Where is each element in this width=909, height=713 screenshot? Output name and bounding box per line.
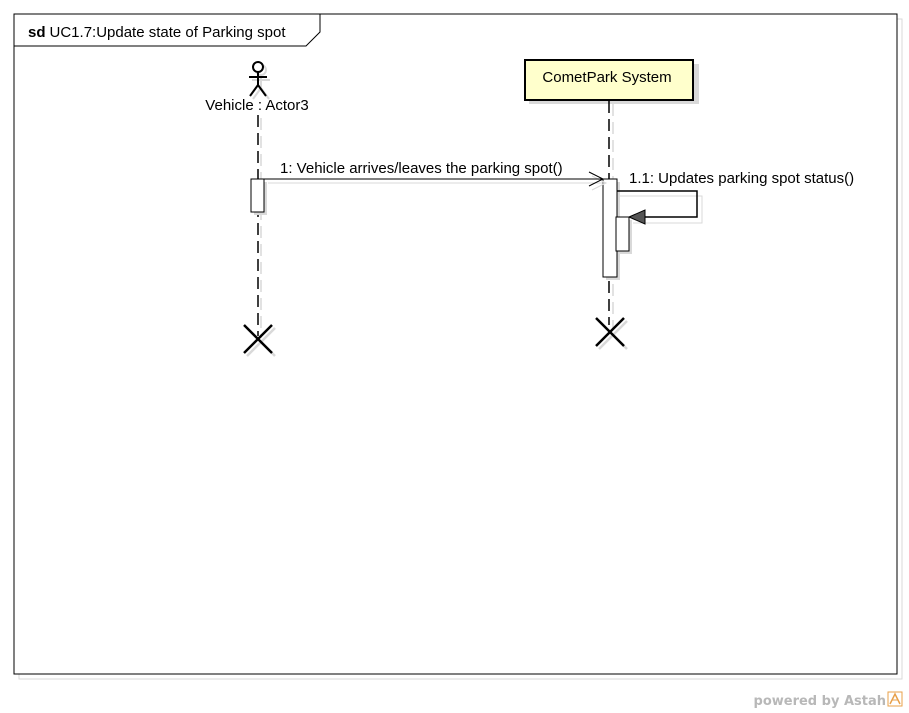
object-label: CometPark System bbox=[542, 69, 671, 86]
destroy-marker bbox=[595, 317, 625, 347]
message-shadow bbox=[620, 195, 703, 224]
activation-bar bbox=[250, 178, 265, 213]
frame-title-tab bbox=[13, 13, 321, 47]
lifeline-vehicle: Vehicle : Actor3 bbox=[205, 61, 309, 357]
message-1-1: 1.1: Updates parking spot status() bbox=[617, 170, 854, 225]
object-box bbox=[524, 59, 694, 101]
destroy-marker bbox=[243, 324, 273, 354]
diagram-frame bbox=[13, 13, 898, 675]
lifeline-system: CometPark System bbox=[524, 59, 699, 350]
frame-keyword: sd bbox=[28, 24, 46, 41]
actor-label: Vehicle : Actor3 bbox=[205, 97, 308, 114]
message-1: 1: Vehicle arrives/leaves the parking sp… bbox=[264, 160, 608, 191]
astah-logo-icon bbox=[887, 691, 903, 707]
watermark: powered by Astah bbox=[754, 691, 903, 709]
filled-arrowhead bbox=[627, 209, 646, 225]
actor-icon bbox=[249, 61, 267, 97]
message-label: 1: Vehicle arrives/leaves the parking sp… bbox=[280, 160, 563, 177]
message-label: 1.1: Updates parking spot status() bbox=[629, 170, 854, 187]
arrow-shadow bbox=[591, 175, 608, 191]
nested-activation-bar bbox=[615, 216, 630, 252]
frame-title-text: UC1.7:Update state of Parking spot bbox=[50, 24, 287, 41]
open-arrowhead bbox=[588, 171, 605, 187]
activation-bar bbox=[602, 178, 618, 278]
self-message-line bbox=[617, 190, 698, 218]
watermark-text: powered by Astah bbox=[754, 694, 886, 709]
